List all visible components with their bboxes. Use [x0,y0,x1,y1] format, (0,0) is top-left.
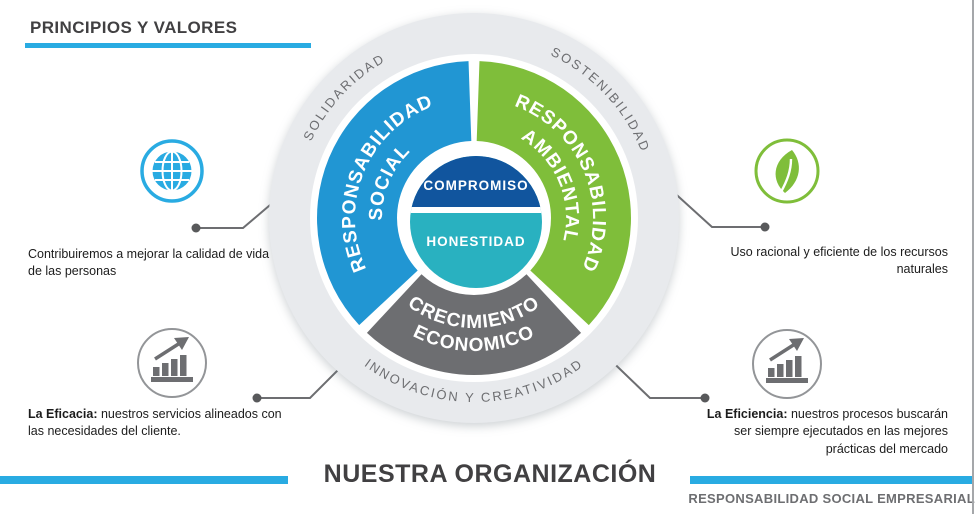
callout-eficacia: La Eficacia: nuestros servicios alineado… [28,406,284,441]
growth-chart-icon [752,329,822,399]
center-label-compromiso: COMPROMISO [423,178,528,193]
globe-icon [140,139,204,203]
footer-right-bar [690,476,973,484]
connector-dot [700,393,710,403]
callout-lead: La Eficacia: [28,407,98,421]
segment-crecimiento-economico [366,274,582,375]
values-wheel-diagram: RESPONSABILIDAD SOCIAL RESPONSABILIDAD A… [269,13,679,423]
callout-text: nuestros procesos buscarán ser siempre e… [734,407,948,456]
segment-responsabilidad-ambiental [476,61,631,326]
callout-text: nuestros servicios alineados con las nec… [28,407,282,439]
connector-dot [191,223,201,233]
title-underline [25,43,311,48]
connector-dot [252,393,262,403]
callout-text: Contribuiremos a mejorar la calidad de v… [28,247,270,279]
center-label-honestidad: HONESTIDAD [426,234,525,249]
callout-calidad-de-vida: Contribuiremos a mejorar la calidad de v… [28,246,284,281]
segment-responsabilidad-social [317,61,472,326]
footer-left-bar [0,476,288,484]
leaf-icon [754,138,820,204]
connector-dot [760,222,770,232]
footer-title: NUESTRA ORGANIZACIÓN [323,460,657,488]
footer-tagline: RESPONSABILIDAD SOCIAL EMPRESARIAL [688,491,975,506]
callout-lead: La Eficiencia: [706,407,788,421]
callout-text: Uso racional y eficiente de los recursos… [730,245,948,277]
callout-eficiencia: La Eficiencia: nuestros procesos buscará… [698,406,948,458]
page-right-border [972,0,974,514]
page-title: PRINCIPIOS Y VALORES [30,18,238,37]
callout-recursos-naturales: Uso racional y eficiente de los recursos… [700,244,948,279]
growth-chart-icon [137,328,207,398]
